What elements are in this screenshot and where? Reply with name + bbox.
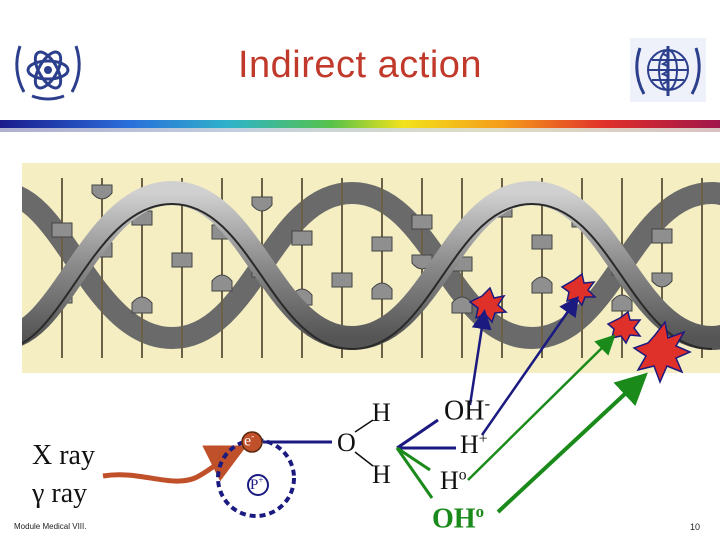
arrow-hradical-to-dna [467, 334, 616, 481]
dna-lesion-burst-2 [560, 272, 597, 307]
dna-lesion-burst-1 [468, 286, 508, 324]
ionisation-ring [216, 438, 296, 518]
who-globe-logo-icon [630, 38, 706, 102]
dna-lesion-burst-3 [606, 310, 642, 345]
title-divider [0, 120, 720, 128]
iaea-atom-logo-icon [15, 45, 81, 101]
xray-label: X ray [32, 440, 95, 471]
slide-title: Indirect action [237, 44, 483, 86]
photon-arrow [102, 445, 247, 484]
page-number: 10 [690, 522, 701, 532]
proton-dot [247, 474, 269, 496]
footer-module: Module Medical VIII. [14, 522, 87, 531]
electron-dot [241, 431, 263, 453]
water-hydrogen-top: H [372, 398, 391, 427]
hydroxide-ion-label: OH- [444, 394, 491, 427]
hydrogen-ion-label: H+ [460, 430, 488, 459]
hydrogen-radical-label: Ho [440, 466, 467, 495]
water-oxygen: O [337, 428, 356, 457]
arrow-ohradical-to-dna [496, 372, 648, 514]
dna-illustration [22, 163, 720, 373]
title-divider-shadow [0, 128, 720, 132]
arrow-ohminus-to-dna [468, 309, 492, 406]
water-hydrogen-bottom: H [372, 460, 391, 489]
dna-lesion-burst-4 [632, 320, 692, 384]
electron-label: e- [244, 431, 255, 450]
dna-double-helix [22, 178, 720, 358]
arrow-hplus-to-dna [480, 295, 579, 436]
hydroxyl-radical-label: OHo [432, 502, 484, 535]
gamma-ray-label: γ ray [32, 478, 88, 509]
proton-label: P+ [250, 475, 264, 493]
